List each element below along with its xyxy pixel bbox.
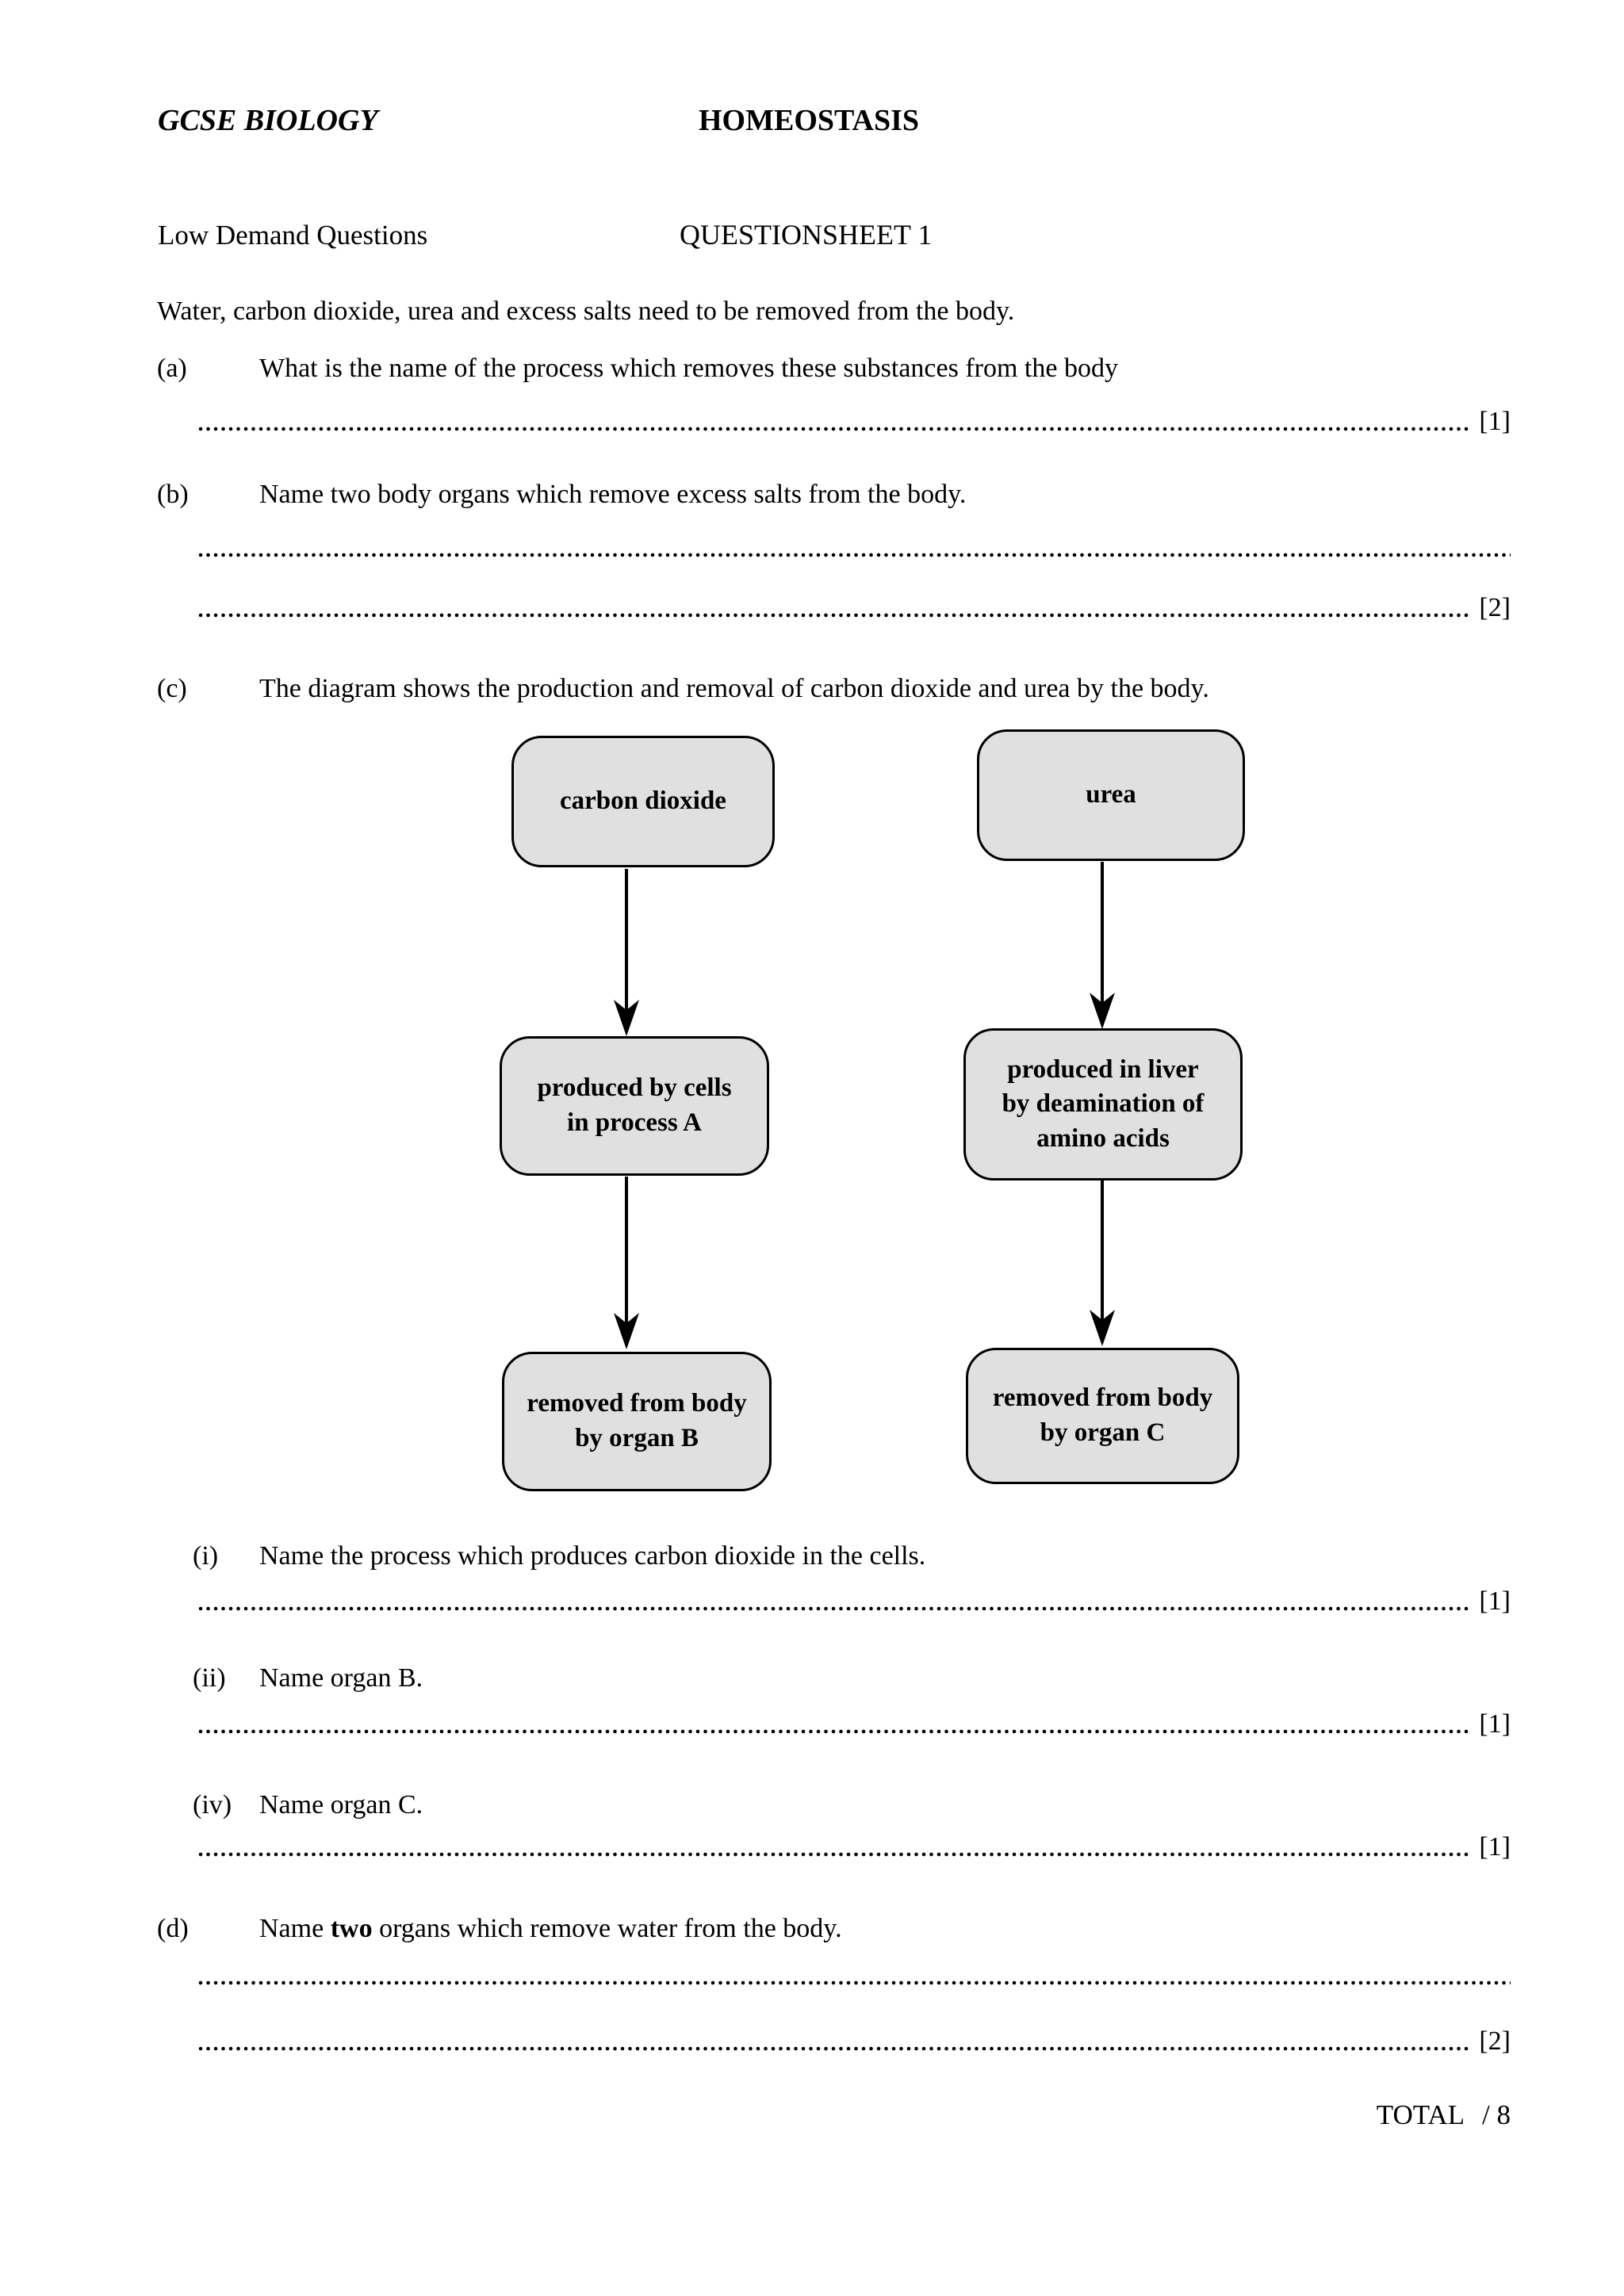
- question-d-text-after: organs which remove water from the body.: [372, 1914, 842, 1943]
- answer-line-d1: [198, 1953, 1511, 1991]
- question-a-row: (a) What is the name of the process whic…: [157, 352, 1530, 386]
- dotted-line: [198, 553, 1511, 557]
- diagram-flowchart: [614, 862, 1115, 1349]
- subheader-level: Low Demand Questions: [158, 220, 428, 251]
- answer-line-b2: [2]: [198, 585, 1511, 623]
- footer-total: TOTAL / 8: [198, 2099, 1511, 2131]
- box-line: by deamination of: [1002, 1089, 1205, 1119]
- dotted-line: [198, 1852, 1472, 1857]
- header-topic: HOMEOSTASIS: [699, 104, 920, 137]
- question-b-row: (b) Name two body organs which remove ex…: [157, 478, 1530, 512]
- answer-line-ci: [1]: [198, 1578, 1511, 1617]
- box-line: urea: [1086, 780, 1136, 809]
- box-line: by organ B: [575, 1424, 699, 1452]
- mark-civ: [1]: [1479, 1832, 1511, 1862]
- question-c-label: (c): [157, 674, 187, 703]
- dotted-line: [198, 2046, 1472, 2051]
- answer-line-cii: [1]: [198, 1701, 1511, 1739]
- question-a-text: What is the name of the process which re…: [259, 354, 1118, 383]
- question-cii-label: (ii): [193, 1663, 226, 1693]
- question-d-text-bold: two: [330, 1914, 373, 1943]
- mark-cii: [1]: [1479, 1709, 1511, 1739]
- intro-text: Water, carbon dioxide, urea and excess s…: [157, 297, 1015, 326]
- total-label: TOTAL: [1376, 2099, 1465, 2130]
- answer-line-civ: [1]: [198, 1824, 1511, 1862]
- question-ci-row: (i) Name the process which produces carb…: [193, 1540, 1530, 1574]
- question-civ-label: (iv): [193, 1790, 232, 1820]
- question-a-label: (a): [157, 354, 187, 383]
- mark-b: [2]: [1479, 593, 1511, 622]
- question-c-text: The diagram shows the production and rem…: [259, 674, 1209, 703]
- mark-a: [1]: [1479, 407, 1511, 436]
- arrow-urea-to-liver: [1090, 862, 1115, 1029]
- question-d-label: (d): [157, 1914, 189, 1943]
- question-b-text: Name two body organs which remove excess…: [259, 480, 967, 509]
- diagram-box-produced-by-cells: produced by cells in process A: [500, 1036, 769, 1176]
- question-d-text: Name two organs which remove water from …: [259, 1912, 842, 1946]
- diagram-box-removed-organ-c: removed from body by organ C: [966, 1348, 1239, 1484]
- diagram-box-removed-organ-b: removed from body by organ B: [502, 1352, 772, 1491]
- diagram-box-produced-in-liver: produced in liver by deamination of amin…: [963, 1028, 1243, 1181]
- dotted-line: [198, 613, 1472, 618]
- question-d-row: (d) Name two organs which remove water f…: [157, 1912, 1530, 1946]
- question-ci-text: Name the process which produces carbon d…: [259, 1541, 926, 1571]
- question-b-label: (b): [157, 480, 189, 509]
- diagram-box-carbon-dioxide: carbon dioxide: [511, 736, 775, 867]
- answer-line-a: [1]: [198, 399, 1511, 437]
- question-civ-text: Name organ C.: [259, 1790, 423, 1820]
- box-line: removed from body: [992, 1383, 1213, 1413]
- arrow-cells-to-organ-b: [614, 1177, 639, 1349]
- box-line: removed from body: [527, 1389, 747, 1418]
- box-line: in process A: [567, 1108, 702, 1137]
- question-c-row: (c) The diagram shows the production and…: [157, 672, 1530, 706]
- dotted-line: [198, 1729, 1472, 1734]
- subheader-sheet: QUESTIONSHEET 1: [680, 219, 933, 251]
- mark-ci: [1]: [1479, 1586, 1511, 1616]
- mark-d: [2]: [1479, 2026, 1511, 2056]
- question-d-text-before: Name: [259, 1914, 331, 1943]
- question-civ-row: (iv) Name organ C.: [193, 1789, 1530, 1823]
- diagram-box-urea: urea: [977, 729, 1245, 861]
- question-ci-label: (i): [193, 1541, 219, 1571]
- question-cii-row: (ii) Name organ B.: [193, 1662, 1530, 1696]
- answer-line-d2: [2]: [198, 2019, 1511, 2057]
- box-line: produced in liver: [1007, 1054, 1199, 1084]
- box-line: by organ C: [1040, 1418, 1166, 1447]
- answer-line-b1: [198, 525, 1511, 563]
- box-line: carbon dioxide: [560, 786, 726, 816]
- header-course: GCSE BIOLOGY: [158, 104, 378, 137]
- dotted-line: [198, 427, 1472, 431]
- arrow-co2-to-cells: [614, 869, 639, 1036]
- box-line: produced by cells: [537, 1073, 732, 1103]
- total-value: / 8: [1482, 2099, 1511, 2130]
- box-line: amino acids: [1036, 1123, 1170, 1153]
- arrow-liver-to-organ-c: [1090, 1181, 1115, 1346]
- question-cii-text: Name organ B.: [259, 1663, 423, 1693]
- dotted-line: [198, 1606, 1472, 1611]
- dotted-line: [198, 1980, 1511, 1985]
